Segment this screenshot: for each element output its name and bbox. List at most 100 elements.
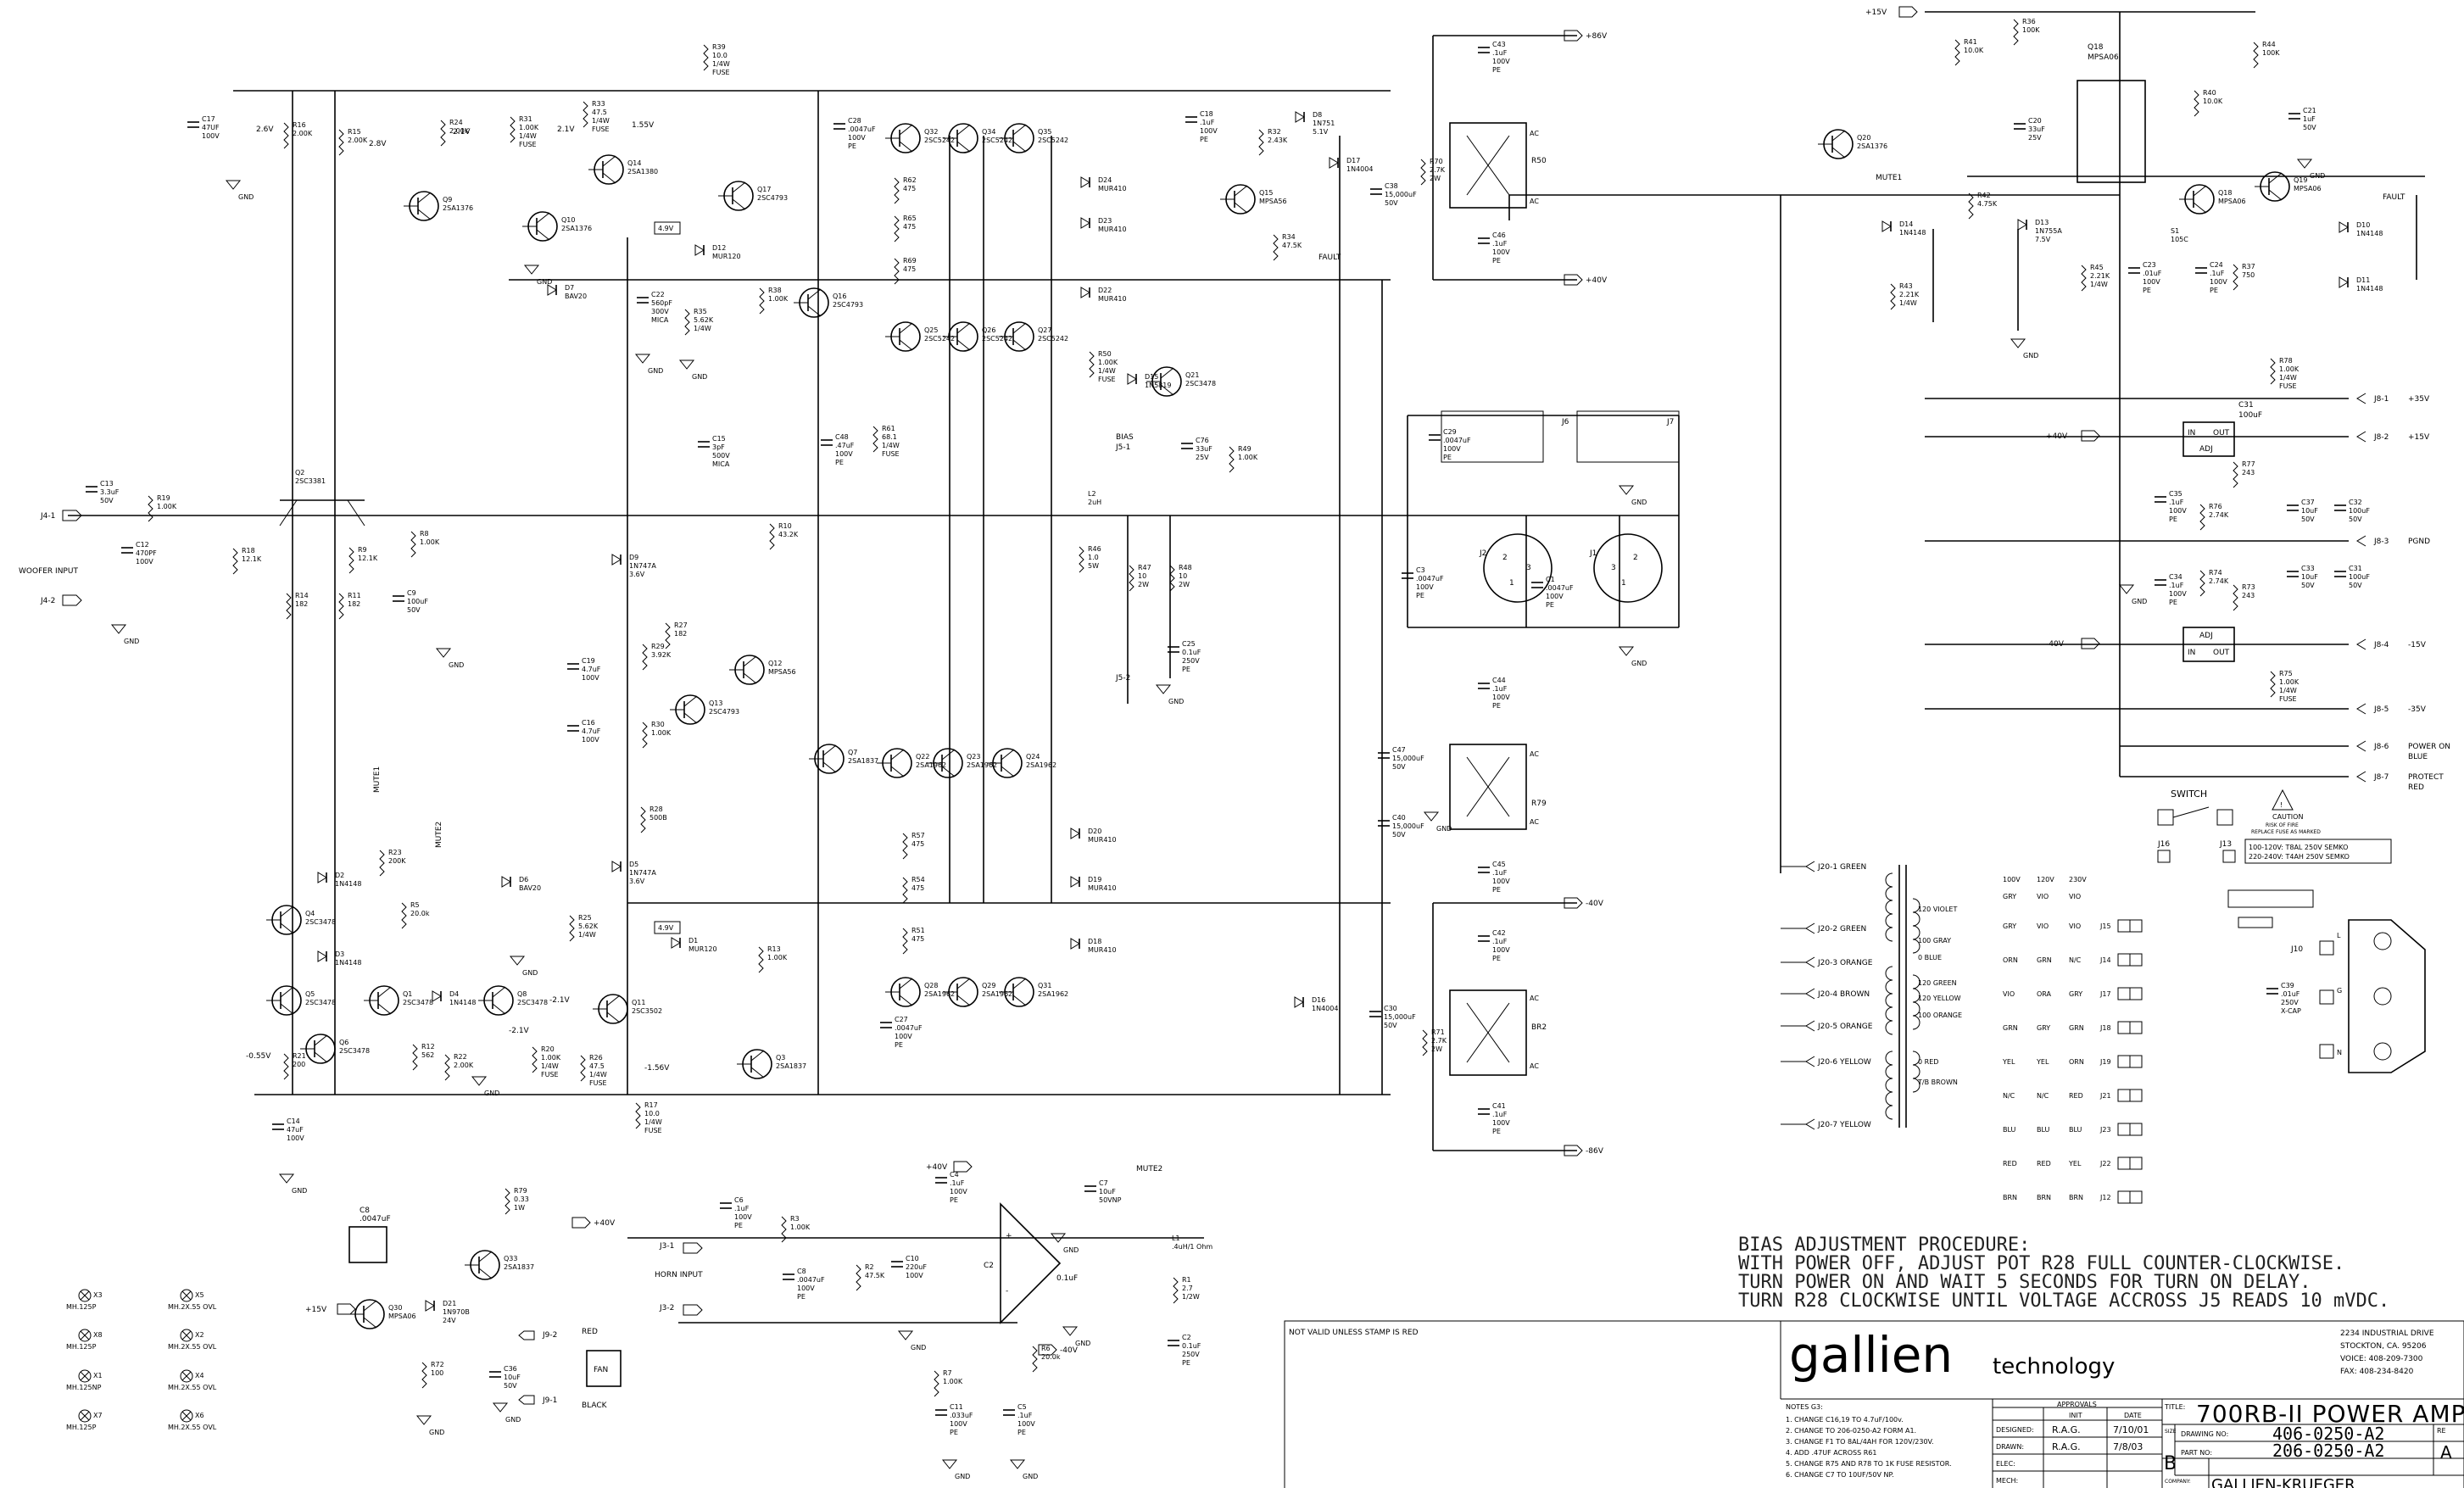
br3-ac1: AC (1530, 130, 1539, 137)
ref-r1: R1 (1182, 1276, 1191, 1284)
j4-2-label: J4-2 (40, 597, 55, 605)
val-c44: .1uF (1492, 685, 1508, 693)
val-q1: 2SC3478 (403, 999, 433, 1006)
bias-procedure: BIAS ADJUSTMENT PROCEDURE: WITH POWER OF… (1738, 1234, 2389, 1312)
ground-symbol: GND (678, 359, 707, 381)
val2-c29: 100V (1443, 445, 1461, 453)
val-c43: .1uF (1492, 49, 1508, 57)
resistor-r33 (583, 101, 588, 128)
val-r18: 12.1K (242, 555, 262, 563)
resistor-r72 (421, 1362, 427, 1389)
svg-text:!: ! (2280, 801, 2283, 809)
capacitor-c31 (2334, 571, 2346, 577)
j20-pin: J20-7 YELLOW (1781, 1118, 1871, 1130)
val2-c22: 300V (651, 308, 669, 315)
label-r1: R12.71/2W (1182, 1276, 1200, 1301)
ref-c17: C17 (202, 115, 215, 123)
capacitor-c3 (1402, 572, 1413, 579)
val-l2: 2uH (1088, 499, 1101, 506)
ref-d17: D17 (1346, 157, 1360, 164)
val-c36: 10uF (504, 1374, 521, 1381)
vtable-jumper: J17 (2099, 990, 2111, 998)
row-designed-init: R.A.G. (2052, 1424, 2081, 1435)
val-q6: 2SC3478 (339, 1047, 370, 1055)
val2-r26: 1/4W (589, 1071, 607, 1078)
transistor-q15 (1220, 184, 1256, 215)
val3-r31: FUSE (519, 141, 537, 148)
val-r5: 20.0k (410, 910, 430, 917)
bias-line-1: WITH POWER OFF, ADJUST POT R28 FULL COUN… (1738, 1253, 2344, 1274)
input-labels: J4-1 J4-2 WOOFER INPUT J3-1 J3-2 HORN IN… (19, 510, 703, 1316)
val2-c35: 100V (2169, 507, 2187, 515)
vtable-jumper: J21 (2099, 1092, 2111, 1100)
svg-text:IN: IN (2188, 649, 2195, 657)
vtable-cell: BLU (2003, 1126, 2016, 1134)
val-c35: .1uF (2169, 499, 2184, 506)
resistor-r75 (2270, 671, 2276, 698)
val-d12: MUR120 (712, 253, 741, 260)
val2-c13: 50V (100, 497, 114, 504)
val2-c76: 25V (1196, 454, 1209, 461)
val-c7: 10uF (1099, 1188, 1116, 1195)
val-q29: 2SA1962 (982, 990, 1012, 998)
val-q18: MPSA06 (2218, 198, 2246, 205)
val2-c48: 100V (835, 450, 853, 458)
val-d3: 1N4148 (335, 959, 361, 967)
diode-d15 (1127, 373, 1137, 385)
resistor-r34 (1273, 234, 1279, 261)
val-r73: 243 (2242, 592, 2255, 599)
ref-d1: D1 (688, 937, 698, 945)
capacitor-c16 (567, 725, 579, 732)
j8-pin-desc2: RED (2408, 783, 2424, 792)
v-21-label: 2.1V (453, 128, 471, 137)
val2-c38: 50V (1385, 199, 1398, 207)
resistor-r22 (444, 1054, 450, 1081)
resistor-r9 (348, 547, 354, 574)
row-drawn-label: DRAWN: (1996, 1443, 2024, 1451)
gnd-label: GND (2132, 598, 2147, 605)
rev-value: A (2440, 1442, 2452, 1463)
resistor-r46 (1079, 546, 1084, 573)
bridge-rectifier-br2: R79 AC AC (1449, 744, 1547, 830)
rail-p86: +86V (1586, 32, 1608, 41)
val-d11: 1N4148 (2356, 285, 2383, 293)
val2-r75: 1/4W (2279, 687, 2297, 694)
ref-r46: R46 (1088, 545, 1101, 553)
val3-c3: PE (1416, 592, 1424, 599)
u3-ref: C8 (360, 1207, 370, 1215)
val2-c30: 50V (1384, 1022, 1397, 1029)
ref-c23: C23 (2143, 261, 2156, 269)
capacitor-c7 (1084, 1185, 1096, 1192)
ref-c15: C15 (712, 435, 726, 443)
resistor-r49 (1229, 446, 1235, 473)
date-header: DATE (2124, 1412, 2142, 1419)
gnd-label: GND (429, 1429, 444, 1436)
ground-symbol: GND (2010, 338, 2038, 359)
svg-text:3: 3 (1526, 564, 1531, 572)
val3-c46: PE (1492, 257, 1501, 265)
